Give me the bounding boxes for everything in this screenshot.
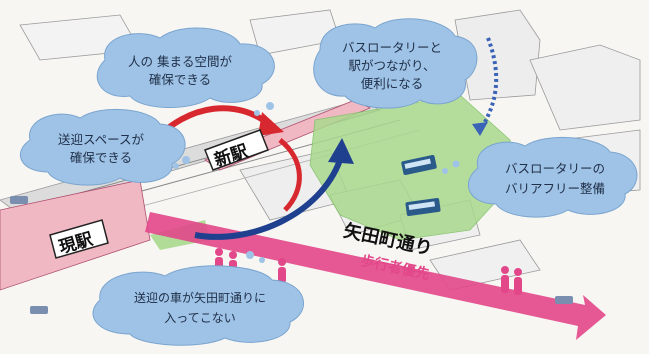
thought-dots: [173, 102, 460, 263]
bubble-gathering-space: 人の 集まる空間が 確保できる: [96, 27, 275, 108]
bus-icon: [401, 154, 437, 176]
bubble-gathering-space-line1: 人の 集まる空間が: [128, 54, 232, 69]
red-curve-arrow-2: [278, 138, 302, 212]
bubble-pickup-line1: 送迎スペースが: [58, 132, 145, 147]
bubble-no-pickup-line2: 入ってこない: [164, 311, 235, 325]
bubble-no-pickup-cars: 送迎の車が矢田町通りに 入ってこない: [92, 265, 305, 346]
bubble-pickup-line2: 確保できる: [70, 150, 132, 165]
bus-icon: [405, 197, 441, 217]
bubble-busrotary-connect: バスロータリーと 駅がつながり、 便利になる: [313, 18, 478, 109]
bubble-barrier-free-line1: バスロータリーの: [505, 161, 605, 176]
bubble-busrotary-line3: 便利になる: [361, 76, 424, 91]
bubble-no-pickup-line1: 送迎の車が矢田町通りに: [134, 290, 266, 305]
yatamachi-street-arrow: [145, 212, 606, 340]
car-icon: [10, 196, 573, 314]
bubble-barrier-free-line2: バリアフリー整備: [505, 181, 605, 196]
bubble-gathering-space-line2: 確保できる: [149, 72, 211, 87]
bubble-barrier-free: バスロータリーの バリアフリー整備: [467, 136, 638, 218]
bubble-busrotary-line2: 駅がつながり、: [348, 58, 435, 73]
bubble-pickup-space: 送迎スペースが 確保できる: [19, 108, 186, 186]
bubble-busrotary-line1: バスロータリーと: [342, 40, 442, 55]
current-station-sign: 現駅: [49, 219, 109, 259]
blue-dotted-route: [478, 37, 499, 132]
blue-curve-arrow: [194, 158, 343, 240]
